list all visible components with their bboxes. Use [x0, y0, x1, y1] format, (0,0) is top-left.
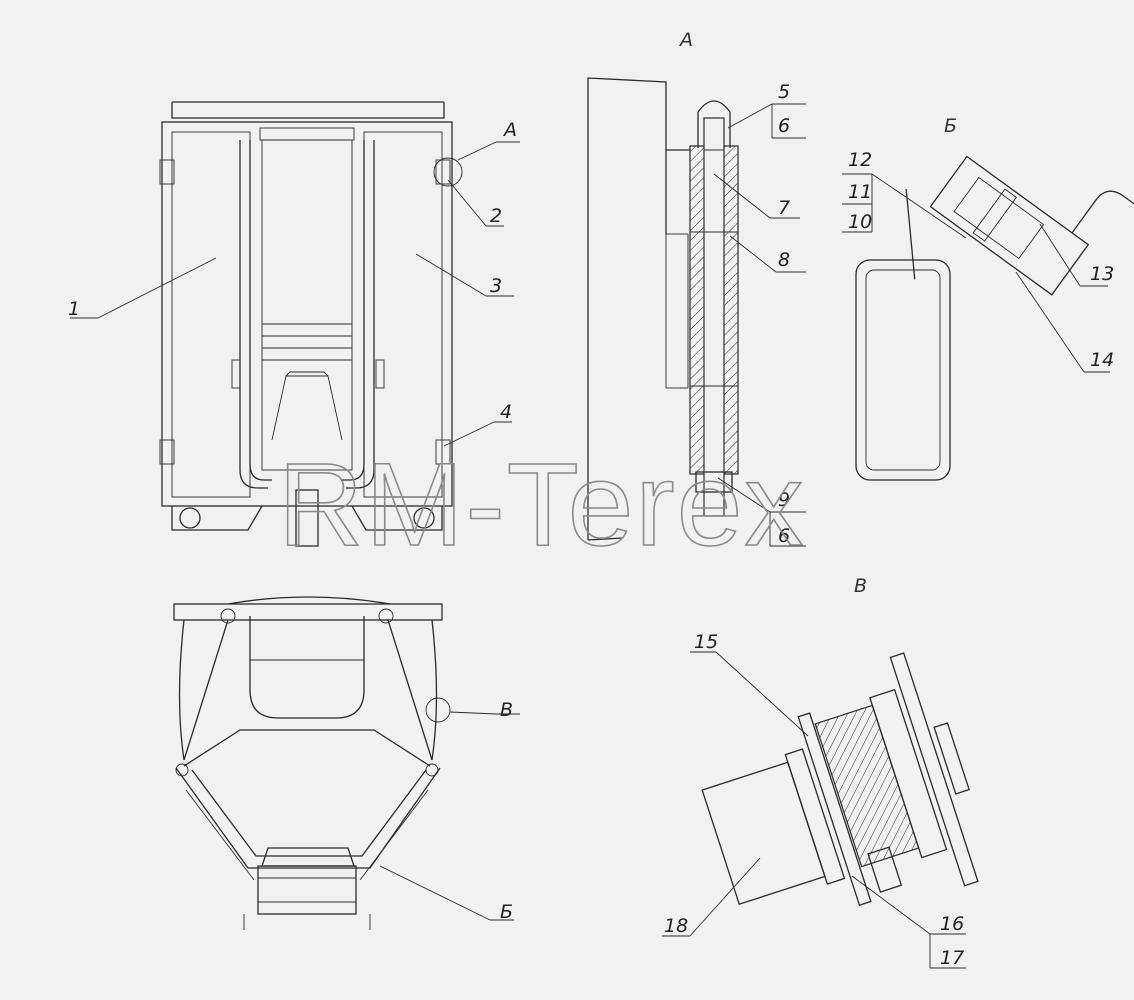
section-title-b: Б [944, 115, 957, 137]
leaders-v [662, 651, 966, 969]
callout-view-b: Б [500, 901, 513, 923]
callout-15: 15 [694, 631, 718, 653]
callout-4: 4 [500, 401, 512, 423]
callout-10: 10 [848, 211, 872, 233]
section-title-v: В [854, 575, 867, 597]
front-view-frame [159, 101, 463, 547]
callout-3: 3 [490, 275, 502, 297]
leaders-a [713, 103, 806, 547]
callout-7: 7 [778, 197, 790, 219]
leaders-top [379, 711, 520, 921]
section-title-a: А [678, 29, 693, 51]
top-view-frame [173, 596, 451, 930]
callout-16: 16 [940, 913, 964, 935]
callout-6-top: 6 [778, 115, 790, 137]
callout-2: 2 [490, 205, 502, 227]
callout-5: 5 [778, 81, 790, 103]
watermark-text: RM-Terex [278, 439, 805, 571]
callout-6-bottom: 6 [778, 525, 790, 547]
section-v-detail [701, 652, 979, 906]
callout-18: 18 [664, 915, 688, 937]
callout-9: 9 [778, 489, 790, 511]
callout-12: 12 [848, 149, 872, 171]
callout-13: 13 [1090, 263, 1114, 285]
callout-14: 14 [1090, 349, 1114, 371]
callout-11: 11 [848, 181, 872, 203]
section-b-detail [855, 155, 1134, 481]
section-a-detail [587, 77, 739, 541]
callout-8: 8 [778, 249, 790, 271]
leaders-b [842, 173, 1110, 373]
leaders-front [70, 141, 520, 447]
callout-1: 1 [68, 298, 80, 320]
callout-view-a: А [502, 119, 517, 141]
callout-17: 17 [940, 947, 964, 969]
callout-view-v: В [500, 699, 513, 721]
